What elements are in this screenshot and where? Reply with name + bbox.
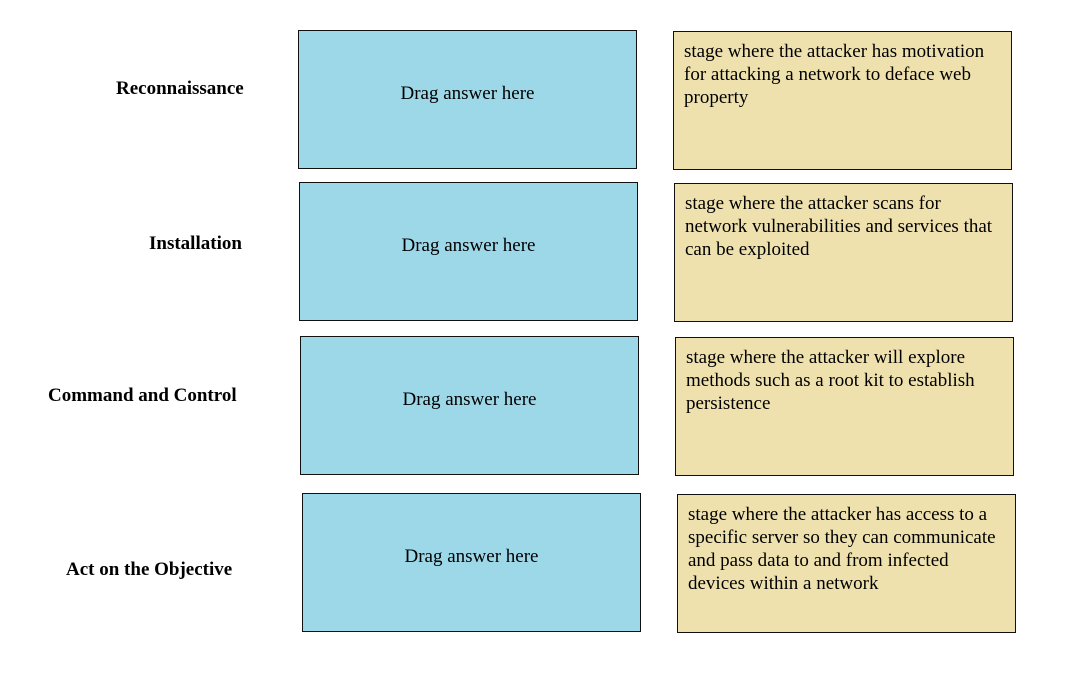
- stage-label-act-on-the-objective: Act on the Objective: [66, 559, 233, 580]
- drop-zone-act-on-the-objective[interactable]: Drag answer here: [302, 493, 641, 632]
- stage-label-reconnaissance: Reconnaissance: [116, 78, 244, 99]
- drop-zone-placeholder: Drag answer here: [400, 82, 535, 104]
- drop-zone-placeholder: Drag answer here: [401, 234, 536, 256]
- drop-zone-command-and-control[interactable]: Drag answer here: [300, 336, 639, 475]
- drop-zone-reconnaissance[interactable]: Drag answer here: [298, 30, 637, 169]
- answer-tile-4[interactable]: stage where the attacker has access to a…: [677, 494, 1016, 633]
- drop-zone-placeholder: Drag answer here: [402, 388, 537, 410]
- stage-label-installation: Installation: [149, 233, 242, 254]
- answer-tile-1[interactable]: stage where the attacker has motivation …: [673, 31, 1012, 170]
- answer-tile-2[interactable]: stage where the attacker scans for netwo…: [674, 183, 1013, 322]
- answer-tile-3[interactable]: stage where the attacker will explore me…: [675, 337, 1014, 476]
- stage-label-command-and-control: Command and Control: [48, 385, 237, 406]
- drop-zone-installation[interactable]: Drag answer here: [299, 182, 638, 321]
- drop-zone-placeholder: Drag answer here: [404, 545, 539, 567]
